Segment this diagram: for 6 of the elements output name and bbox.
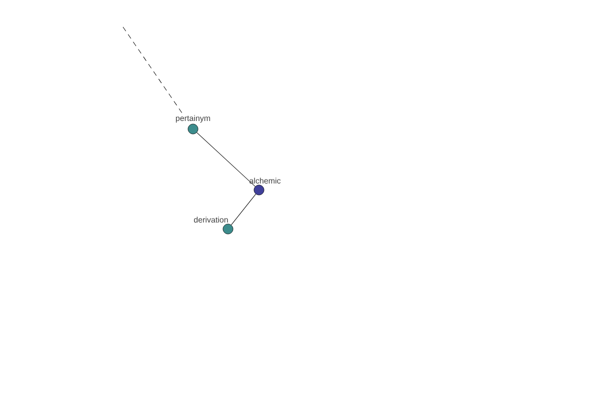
connector-line bbox=[196, 132, 256, 187]
node-label: alchemic bbox=[250, 178, 281, 184]
node-label: derivation bbox=[194, 216, 228, 223]
node-label: pertainym bbox=[176, 115, 210, 123]
connector-line bbox=[231, 194, 256, 226]
connector-line bbox=[122, 26, 183, 114]
